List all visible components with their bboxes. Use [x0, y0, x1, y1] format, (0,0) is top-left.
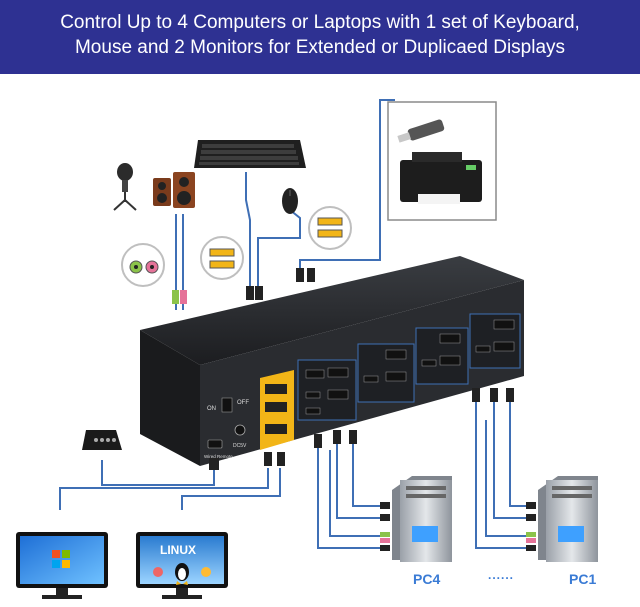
audio-port-icon — [121, 243, 165, 287]
keyboard-icon — [194, 140, 306, 168]
cable-pc1-hdmi-a — [493, 398, 528, 519]
dc-jack — [234, 424, 246, 436]
pc4-tower-icon — [392, 476, 452, 562]
front-panel: ON OFF DC5V Wired Remote — [204, 397, 249, 459]
plugs-top — [172, 268, 315, 304]
pc1-tower-icon — [538, 476, 598, 562]
cable-pc4-hdmi-b — [352, 440, 382, 507]
printer-icon — [400, 152, 482, 204]
cable-keyboard — [245, 172, 251, 300]
pc1-label: PC1 — [569, 571, 597, 587]
power-off-label: OFF — [237, 400, 249, 406]
cable-monitor-2 — [181, 468, 281, 510]
ellipsis-dots: ...... — [488, 568, 515, 582]
usb-port-icon-1 — [200, 236, 244, 280]
cable-usb-printer — [299, 99, 395, 280]
plugs-bottom — [209, 388, 514, 470]
header-banner: Control Up to 4 Computers or Laptops wit… — [0, 0, 640, 74]
mouse-icon — [282, 188, 298, 214]
speakers-icon — [153, 172, 195, 208]
banner-line-1: Control Up to 4 Computers or Laptops wit… — [60, 12, 580, 33]
usb-flash-drive-icon — [397, 119, 445, 143]
power-on-label: ON — [207, 406, 216, 412]
pc-port-group-2 — [415, 327, 469, 385]
printer-usb-panel — [387, 101, 497, 221]
remote-port — [207, 439, 223, 449]
pc-port-group-1 — [469, 313, 521, 369]
monitor-linux: LINUX — [136, 532, 228, 599]
usb-port-icon-2 — [308, 206, 352, 250]
windows-logo-icon — [52, 550, 70, 568]
cable-pc4-usb — [317, 440, 382, 549]
cable-pc4-audio — [329, 450, 382, 537]
cable-pc1-audio — [485, 420, 528, 537]
cable-pc1-usb — [475, 398, 528, 549]
cable-monitor-1 — [59, 468, 269, 510]
cable-remote — [101, 460, 215, 486]
pc-port-group-4 — [297, 359, 357, 421]
wired-remote-icon — [82, 430, 122, 450]
remote-label: Wired Remote — [204, 454, 233, 459]
power-switch — [221, 397, 233, 413]
linux-screen-text: LINUX — [160, 543, 196, 557]
cable-pc1-hdmi-b — [509, 398, 528, 507]
pc-plugs — [380, 502, 536, 551]
kvm-connection-diagram: ON OFF DC5V Wired Remote — [16, 99, 598, 599]
cable-pc4-hdmi-a — [336, 440, 382, 519]
microphone-icon — [113, 163, 137, 211]
pc4-label: PC4 — [413, 571, 441, 587]
pc-port-group-3 — [357, 343, 415, 403]
dc-label: DC5V — [233, 443, 247, 449]
monitor-windows — [16, 532, 108, 599]
penguin-icon — [175, 563, 189, 585]
kvm-switch: ON OFF DC5V Wired Remote — [140, 256, 524, 466]
cable-mouse — [257, 209, 301, 300]
banner-line-2: Mouse and 2 Monitors for Extended or Dup… — [74, 37, 566, 58]
